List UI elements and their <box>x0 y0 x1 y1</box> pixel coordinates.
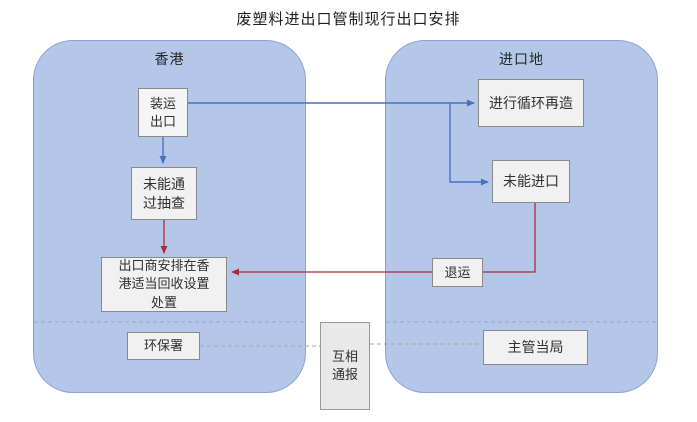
node-failed-import: 未能进口 <box>492 160 570 203</box>
node-exporter-disposal: 出口商安排在香 港适当回收设置 处置 <box>101 257 227 312</box>
node-failed-spot-check: 未能通 过抽查 <box>131 167 197 220</box>
diagram-title: 废塑料进出口管制现行出口安排 <box>236 11 461 28</box>
node-recycling: 进行循环再造 <box>478 79 584 127</box>
node-return-shipment: 退运 <box>432 258 483 287</box>
node-environmental-protection-dept: 环保署 <box>127 332 200 360</box>
node-mutual-notification: 互相 通报 <box>320 322 370 410</box>
region-hongkong-label: 香港 <box>154 51 185 67</box>
line-failed-import-to-return <box>483 203 536 273</box>
node-shipment-export: 装运 出口 <box>138 88 188 137</box>
arrow-branch-to-failed-import <box>449 103 489 186</box>
node-competent-authority: 主管当局 <box>483 330 588 365</box>
region-import-area-label: 进口地 <box>499 51 544 67</box>
